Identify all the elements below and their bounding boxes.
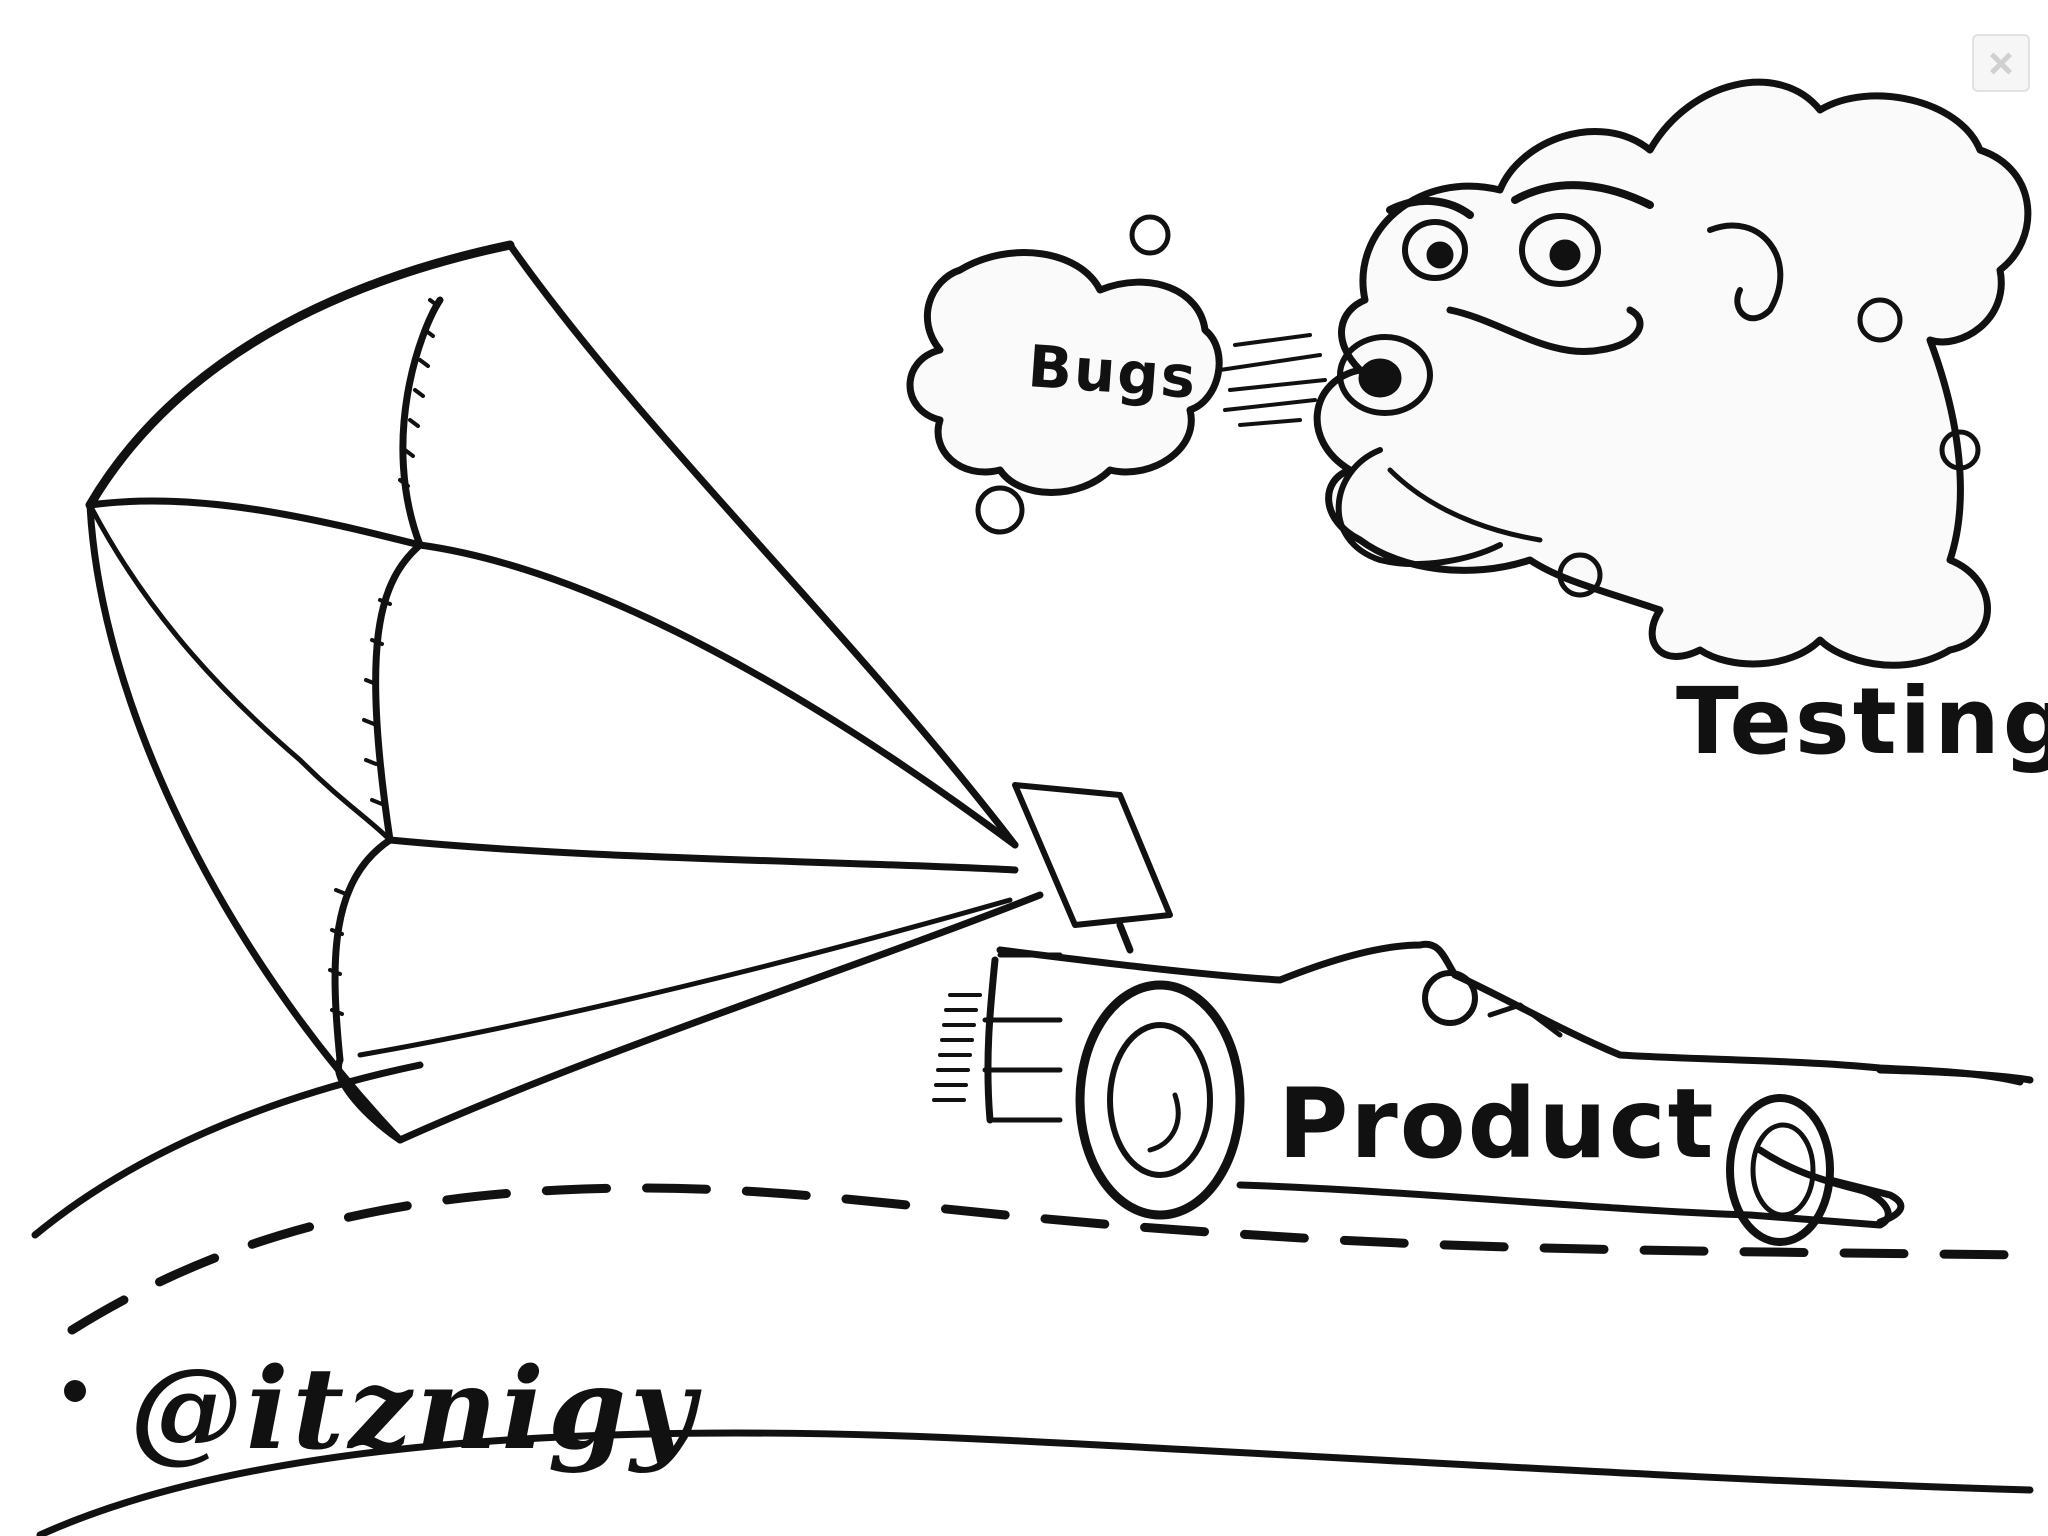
close-icon[interactable]	[1972, 34, 2030, 92]
parachute	[85, 240, 1044, 1144]
testing-label: Testing	[1676, 668, 2048, 775]
bugs-cloud	[906, 214, 1981, 598]
race-car	[932, 782, 2024, 1246]
bugs-label: Bugs	[1025, 332, 1200, 412]
author-handle: @itznigy	[130, 1344, 700, 1475]
product-label: Product	[1278, 1068, 1716, 1180]
wind-cloud-face	[1313, 78, 2032, 669]
bullet-dot	[64, 1380, 86, 1402]
